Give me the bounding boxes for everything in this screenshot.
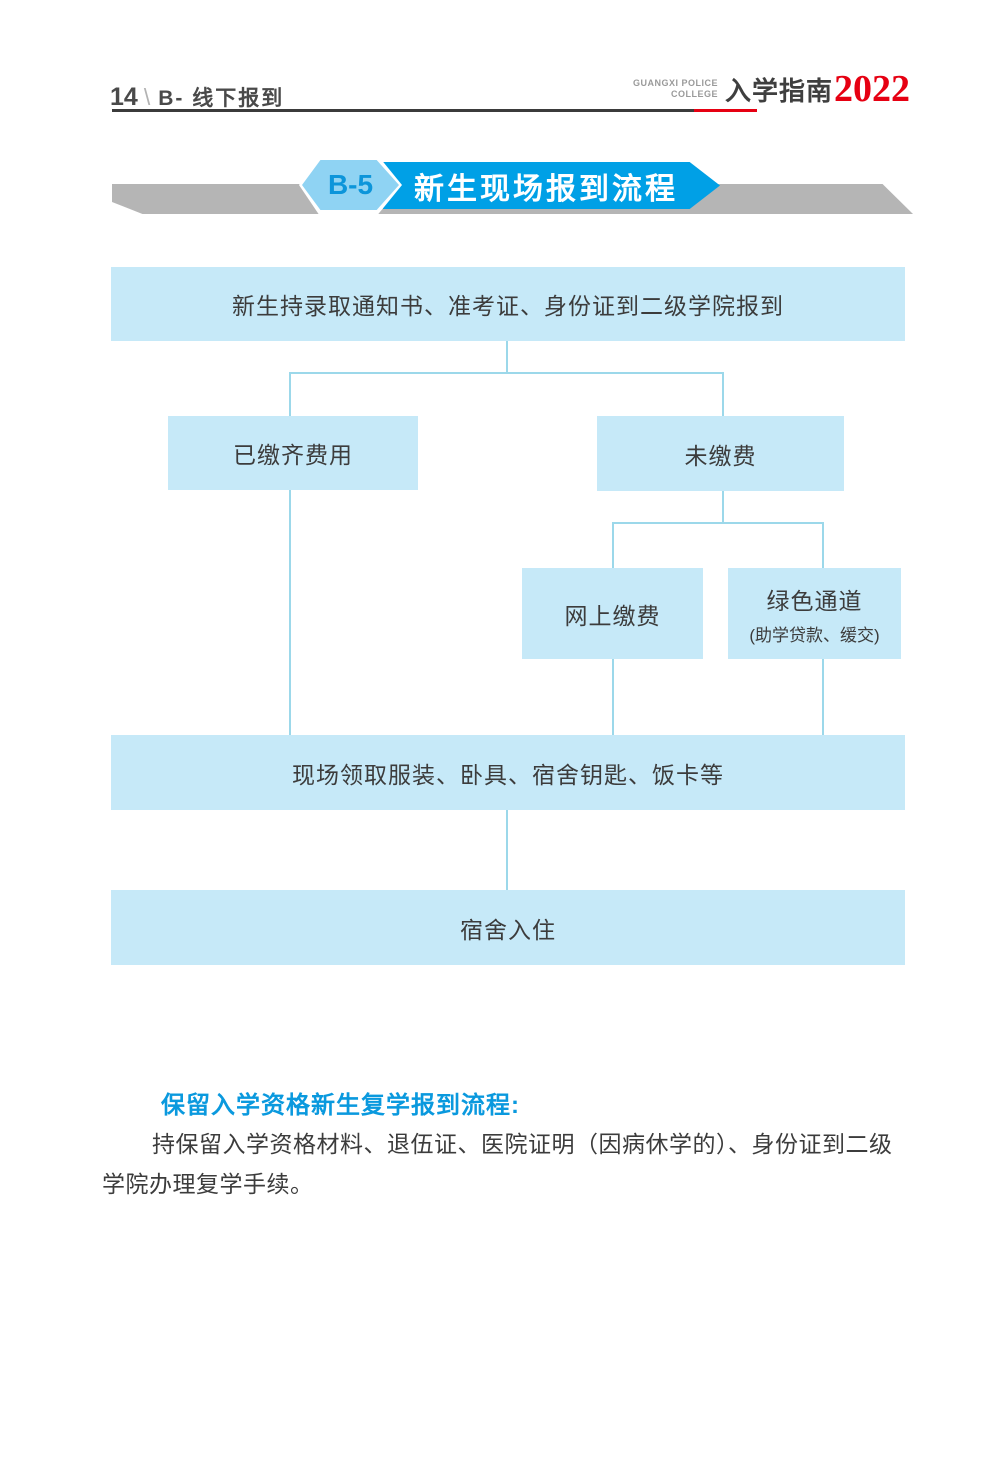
flow-node-green-channel: 绿色通道 (助学贷款、缓交)	[728, 568, 901, 659]
flow-connector	[289, 372, 724, 374]
header-separator: \	[143, 84, 151, 110]
flow-connector	[822, 658, 824, 735]
flow-connector	[506, 341, 508, 374]
page-header-left: 14 \ B- 线下报到	[110, 82, 284, 112]
flow-connector	[722, 490, 724, 524]
flow-node-unpaid: 未缴费	[597, 416, 844, 491]
page-number: 14	[110, 83, 138, 111]
banner-title: 新生现场报到流程	[414, 172, 678, 206]
flow-node-paid: 已缴齐费用	[168, 416, 418, 490]
banner-arrow-shape	[383, 162, 720, 209]
flow-node-collect: 现场领取服装、卧具、宿舍钥匙、饭卡等	[111, 735, 905, 810]
flow-node-checkin: 宿舍入住	[111, 890, 905, 965]
green-channel-title: 绿色通道	[766, 587, 863, 614]
brand-year: 2022	[834, 68, 910, 110]
flow-node-start: 新生持录取通知书、准考证、身份证到二级学院报到	[111, 267, 905, 341]
flow-connector	[722, 372, 724, 416]
green-channel-subtitle: (助学贷款、缓交)	[749, 625, 880, 645]
brand-small-text: GUANGXI POLICE COLLEGE	[633, 78, 718, 100]
flow-connector	[612, 658, 614, 735]
section-title: B- 线下报到	[158, 87, 285, 110]
page-header-right: GUANGXI POLICE COLLEGE 入学指南 2022	[633, 68, 910, 110]
brand-small-line2: COLLEGE	[670, 89, 718, 100]
flow-connector	[289, 372, 291, 416]
banner-badge: B-5	[302, 160, 399, 210]
brand-title: 入学指南	[724, 76, 833, 107]
header-rule-red-segment	[694, 109, 757, 112]
flow-node-online-pay: 网上缴费	[522, 568, 703, 659]
flow-connector	[822, 522, 824, 568]
header-rule	[112, 109, 694, 112]
flow-connector	[612, 522, 614, 568]
flow-connector	[289, 490, 291, 735]
footer-note-heading: 保留入学资格新生复学报到流程:	[161, 1092, 520, 1119]
brand-small-line1: GUANGXI POLICE	[632, 78, 718, 89]
flow-connector	[506, 810, 508, 890]
flow-connector	[612, 522, 824, 524]
footer-note-body: 持保留入学资格材料、退伍证、医院证明（因病休学的）、身份证到二级学院办理复学手续…	[102, 1131, 893, 1197]
